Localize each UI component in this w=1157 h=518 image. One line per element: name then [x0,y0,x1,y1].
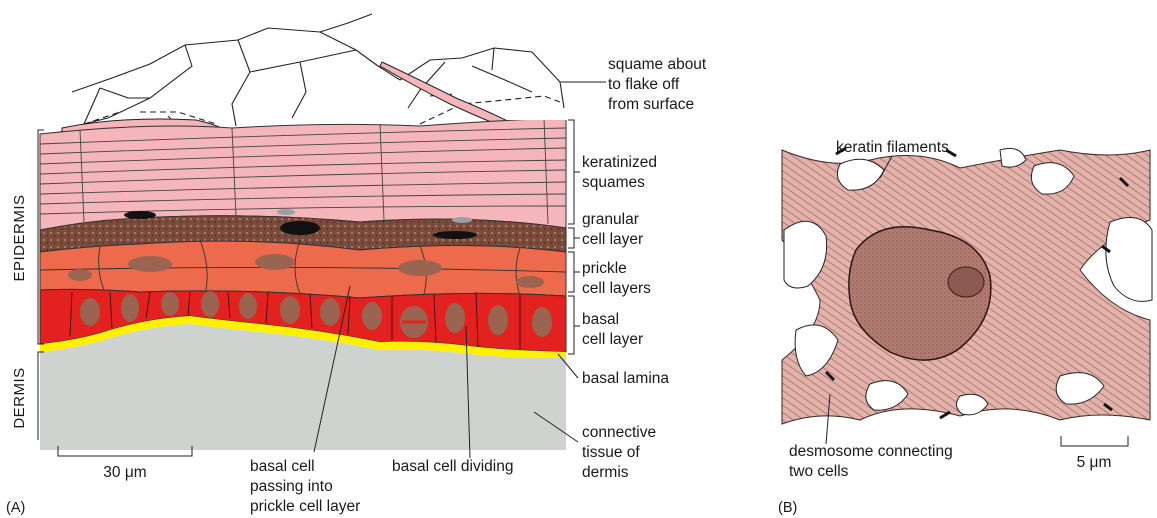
label-basal-layer: basal cell layer [582,311,643,348]
scale-bar-b-label: 5 μm [1077,454,1112,471]
scale-bar-a-label: 30 μm [103,464,146,481]
label-basal-cell-dividing: basal cell dividing [392,458,514,475]
panel-a-label: (A) [6,500,25,516]
label-prickle-layers: prickle cell layers [582,260,651,297]
label-keratinized-squames: keratinized squames [582,154,661,191]
label-keratin-filaments: keratin filaments [836,139,949,156]
dermis-label: DERMIS [11,367,28,428]
scale-bar-b [1061,436,1128,446]
label-desmosome: desmosome connecting two cells [789,443,957,480]
panel-b-label: (B) [778,500,797,516]
label-basal-lamina: basal lamina [582,370,669,387]
dividing-basal-cell [400,306,428,338]
panel-a: EPIDERMIS DERMIS squame about to flake o… [6,14,711,516]
epidermis-label: EPIDERMIS [11,194,28,281]
label-granular-layer: granular cell layer [582,211,643,248]
label-basal-cell-passing: basal cell passing into prickle cell lay… [250,458,360,515]
layer-brackets [568,120,574,354]
label-connective-tissue: connective tissue of dermis [582,424,660,481]
nucleolus [948,267,984,297]
panel-b: keratin filaments desmosome connecting t… [778,139,1156,516]
label-squame: squame about to flake off from surface [608,56,711,113]
